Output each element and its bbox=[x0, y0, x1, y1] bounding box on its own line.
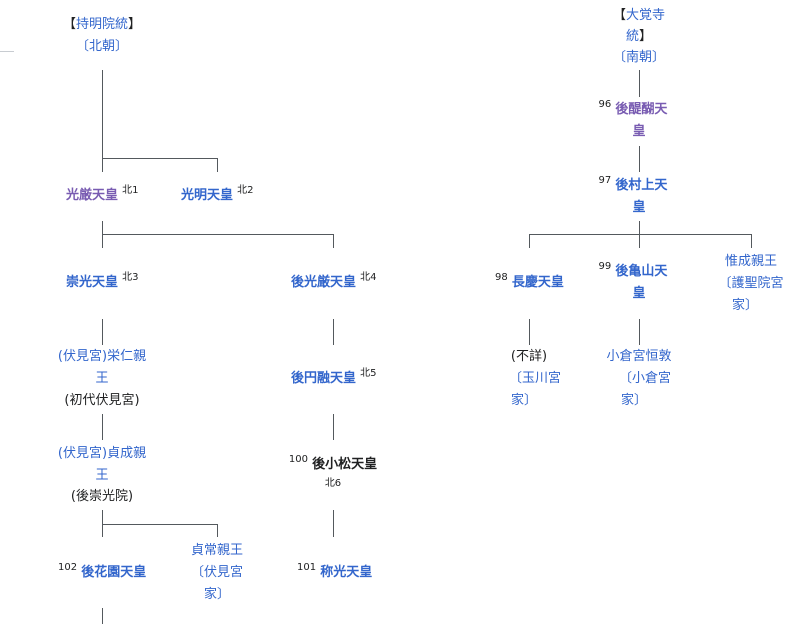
tree-line bbox=[217, 158, 218, 172]
daikakuji-line-header: 【大覚寺 bbox=[612, 8, 666, 23]
fusho-text: (不詳) bbox=[510, 349, 548, 364]
tamagawanomiya-link[interactable]: 〔玉川宮 bbox=[508, 371, 562, 386]
godaigo-link[interactable]: 後醍醐天 bbox=[615, 102, 668, 117]
daikakuji-link[interactable]: 大覚寺 bbox=[626, 8, 666, 23]
tree-line bbox=[102, 158, 217, 159]
tree-line bbox=[102, 524, 217, 525]
sadafusa-link[interactable]: (伏見宮)貞成親 bbox=[57, 446, 147, 461]
tree-line bbox=[333, 510, 334, 537]
gokogon-link[interactable]: 後光厳天皇 bbox=[291, 275, 357, 290]
goenyu-link[interactable]: 後円融天皇 bbox=[291, 371, 357, 386]
komyo-link[interactable]: 光明天皇 bbox=[181, 188, 234, 203]
tsuneatsu-link[interactable]: 小倉宮恒敦 bbox=[606, 349, 672, 364]
tree-line bbox=[102, 510, 103, 537]
goshoinnomiya-link[interactable]: 〔護聖院宮 bbox=[718, 276, 784, 291]
sadatsune-link[interactable]: 貞常親王 bbox=[190, 543, 244, 558]
yoshihito-link[interactable]: (伏見宮)栄仁親 bbox=[57, 349, 147, 364]
gomurakami-link[interactable]: 後村上天 bbox=[615, 178, 668, 193]
tree-line bbox=[333, 234, 334, 248]
node-chokei: 98 長慶天皇 bbox=[495, 272, 564, 291]
tree-line bbox=[529, 234, 530, 248]
tree-line bbox=[751, 234, 752, 248]
daikakuji-line-header-cont: 統】 bbox=[625, 29, 653, 44]
yoshihito-link-cont[interactable]: 王 bbox=[95, 371, 109, 386]
fushiminomiya-link-cont[interactable]: 家〕 bbox=[203, 587, 231, 602]
node-gokameyama: 99 後亀山天 bbox=[598, 261, 668, 280]
jimyoin-link[interactable]: 持明院統 bbox=[75, 17, 129, 32]
tree-line bbox=[102, 608, 103, 624]
gomurakami-link-cont[interactable]: 皇 bbox=[632, 200, 646, 215]
oguranomiya-link[interactable]: 〔小倉宮 bbox=[618, 371, 672, 386]
tree-line bbox=[102, 414, 103, 440]
hokucho-link[interactable]: 〔北朝〕 bbox=[75, 39, 129, 54]
korenari-link[interactable]: 惟成親王 bbox=[724, 254, 778, 269]
tree-line bbox=[102, 70, 103, 172]
suko-link[interactable]: 崇光天皇 bbox=[66, 275, 119, 290]
gokomatsu-current: 後小松天皇 bbox=[312, 457, 378, 472]
node-godaigo: 96 後醍醐天 bbox=[598, 99, 668, 118]
gohanazono-link[interactable]: 後花園天皇 bbox=[81, 565, 147, 580]
node-goenyu: 後円融天皇 北5 bbox=[291, 368, 377, 387]
tree-line bbox=[217, 524, 218, 537]
divider bbox=[0, 51, 14, 52]
fushiminomiya-link[interactable]: 〔伏見宮 bbox=[190, 565, 244, 580]
node-gokogon: 後光厳天皇 北4 bbox=[291, 272, 377, 291]
gokomatsu-num: 北6 bbox=[324, 478, 342, 489]
tree-line bbox=[529, 319, 530, 345]
goshoinnomiya-link-cont[interactable]: 家〕 bbox=[731, 298, 759, 313]
tamagawanomiya-link-cont[interactable]: 家〕 bbox=[510, 393, 538, 408]
node-suko: 崇光天皇 北3 bbox=[66, 272, 139, 291]
jimyoin-line-header: 【持明院統】 bbox=[62, 17, 142, 32]
tree-line bbox=[639, 70, 640, 97]
gokameyama-link-cont[interactable]: 皇 bbox=[632, 286, 646, 301]
node-shoko: 101 称光天皇 bbox=[297, 562, 373, 581]
tree-line bbox=[639, 146, 640, 172]
sadafusa-note: (後崇光院) bbox=[70, 489, 134, 504]
gokameyama-link[interactable]: 後亀山天 bbox=[615, 264, 668, 279]
nancho-link[interactable]: 〔南朝〕 bbox=[612, 50, 666, 65]
node-kogon: 光厳天皇 北1 bbox=[66, 185, 139, 204]
tree-line bbox=[102, 319, 103, 345]
node-gomurakami: 97 後村上天 bbox=[598, 175, 668, 194]
shoko-link[interactable]: 称光天皇 bbox=[320, 565, 373, 580]
tree-line bbox=[333, 414, 334, 440]
node-gokomatsu: 100 後小松天皇 bbox=[288, 454, 378, 473]
chokei-link[interactable]: 長慶天皇 bbox=[511, 275, 564, 290]
tree-line bbox=[529, 234, 751, 235]
node-gohanazono: 102 後花園天皇 bbox=[58, 562, 147, 581]
oguranomiya-link-cont[interactable]: 家〕 bbox=[620, 393, 648, 408]
sadafusa-link-cont[interactable]: 王 bbox=[95, 468, 109, 483]
tree-line bbox=[333, 319, 334, 345]
kogon-link[interactable]: 光厳天皇 bbox=[66, 188, 119, 203]
yoshihito-note: (初代伏見宮) bbox=[64, 393, 140, 408]
godaigo-link-cont[interactable]: 皇 bbox=[632, 124, 646, 139]
tree-line bbox=[102, 234, 333, 235]
tree-line bbox=[639, 319, 640, 345]
node-komyo: 光明天皇 北2 bbox=[181, 185, 254, 204]
